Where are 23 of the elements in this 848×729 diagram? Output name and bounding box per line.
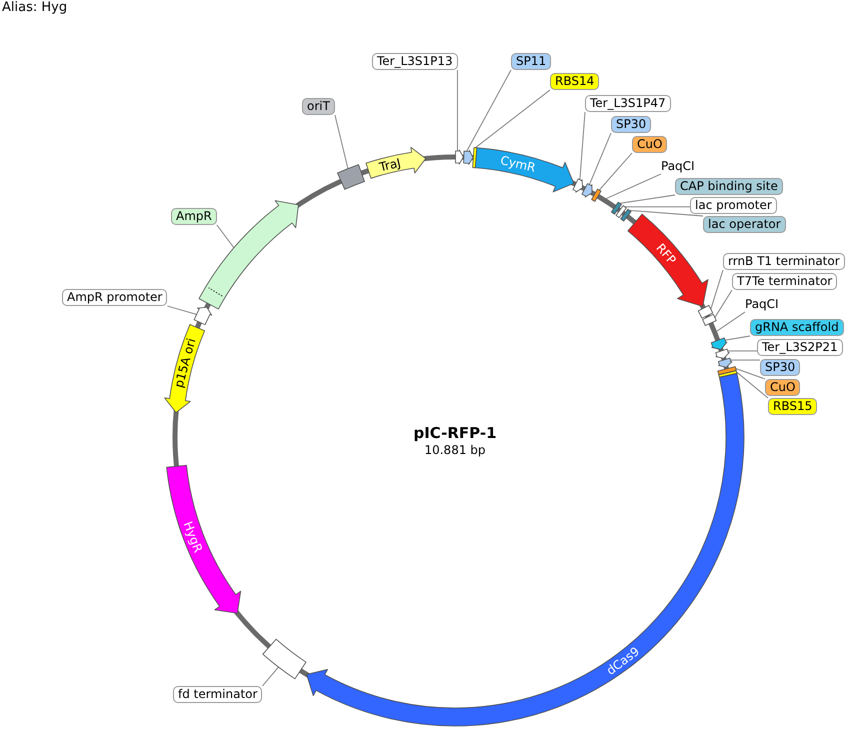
leader-line — [474, 90, 550, 148]
alias-text: Alias: Hyg — [2, 0, 68, 15]
leader-line — [457, 70, 458, 152]
feature-label: CuO — [632, 136, 668, 153]
site-label: PaqCI — [745, 297, 779, 312]
feature-label: Ter_L3S2P21 — [757, 339, 843, 356]
feature-label: RBS15 — [768, 398, 818, 415]
feature-label: CuO — [765, 379, 800, 396]
leader-line — [466, 70, 512, 152]
feature-label: Ter_L3S1P47 — [585, 95, 671, 112]
feature-label: SP11 — [511, 53, 552, 70]
feature-label: SP30 — [611, 116, 652, 133]
feature-label: SP30 — [760, 359, 800, 376]
feature-label: rrnB T1 terminator — [723, 253, 845, 270]
feature-label: T7Te terminator — [732, 273, 838, 290]
leader-line — [334, 114, 348, 170]
feature-label: gRNA scaffold — [750, 319, 844, 336]
feature-label: AmpR promoter — [62, 289, 168, 306]
feature-label: Ter_L3S1P13 — [372, 53, 458, 70]
leader-line — [736, 372, 768, 398]
leader-line — [735, 368, 766, 380]
feature-label: oriT — [302, 98, 335, 115]
feature-label: RBS14 — [550, 73, 600, 90]
